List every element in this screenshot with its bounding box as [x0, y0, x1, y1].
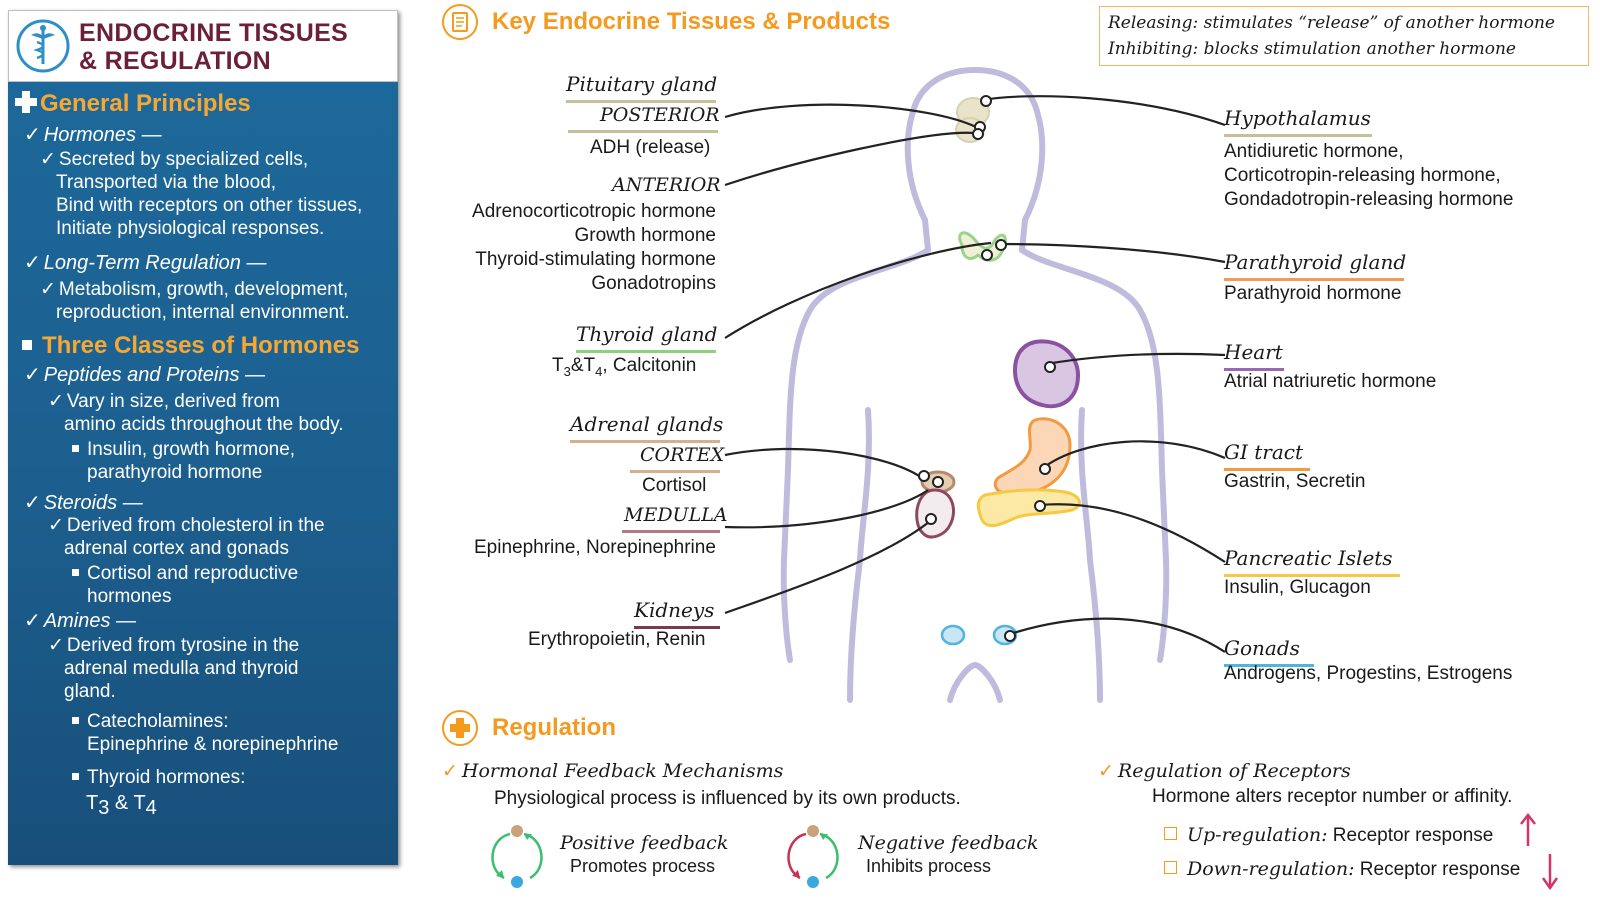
general-principles-heading: General Principles — [14, 90, 251, 118]
long-term-label: ✓Long-Term Regulation — — [24, 252, 267, 274]
thyroid-hormones-example: Thyroid hormones: — [72, 766, 245, 789]
pancreas-organ — [976, 488, 1081, 528]
negative-feedback-label: Negative feedback — [858, 832, 1039, 854]
body-outline — [780, 66, 1170, 703]
regulation-plus-icon — [442, 710, 478, 746]
steroids-examples: Cortisol and reproductive hormones — [72, 562, 298, 608]
parathyroid-underline — [1224, 278, 1404, 281]
positive-feedback-sub: Promotes process — [570, 856, 716, 876]
up-regulation-item: Up-regulation: Receptor response — [1164, 824, 1493, 847]
amines-label: ✓Amines — — [24, 610, 137, 632]
pituitary-underline — [566, 100, 716, 103]
medulla-underline — [622, 530, 720, 533]
pituitary-label: Pituitary gland — [566, 72, 718, 96]
adrenal-label: Adrenal glands — [570, 412, 724, 436]
caduceus-logo-icon — [16, 19, 70, 73]
page-title: ENDOCRINE TISSUES & REGULATION — [79, 19, 349, 75]
checkbox-icon — [1164, 827, 1177, 840]
receptors-description: Hormone alters receptor number or affini… — [1152, 786, 1513, 807]
kidneys-label: Kidneys — [634, 598, 715, 622]
thyroid-label: Thyroid gland — [576, 322, 718, 346]
heart-label: Heart — [1224, 340, 1283, 364]
gi-tract-underline — [1224, 468, 1310, 471]
key-tissues-title: Key Endocrine Tissues & Products — [492, 8, 891, 35]
cortex-label: CORTEX — [640, 444, 725, 466]
posterior-products: ADH (release) — [590, 137, 711, 158]
negative-feedback-cycle-icon — [787, 825, 839, 888]
notepad-icon — [442, 4, 478, 40]
thyroid-gland — [958, 231, 1007, 262]
peptides-items: ✓Vary in size, derived from amino acids … — [48, 391, 344, 435]
hormones-label: ✓Hormones — — [24, 124, 162, 146]
hypothalamus-label: Hypothalamus — [1224, 106, 1371, 130]
three-classes-heading: Three Classes of Hormones — [22, 332, 359, 360]
negative-feedback-sub: Inhibits process — [866, 856, 992, 876]
long-term-items: ✓Metabolism, growth, development, reprod… — [40, 279, 350, 323]
pancreas-underline — [1224, 574, 1400, 577]
kidneys-underline — [634, 626, 720, 629]
peptides-examples: Insulin, growth hormone, parathyroid hor… — [72, 438, 295, 484]
kidneys-products: Erythropoietin, Renin — [528, 629, 706, 650]
steroids-label: ✓Steroids — — [24, 492, 143, 514]
peptides-label: ✓Peptides and Proteins — — [24, 364, 266, 386]
thyroid-products: T3&T4, Calcitonin — [552, 355, 697, 379]
checkbox-icon — [1164, 861, 1177, 874]
gonads-label: Gonads — [1224, 636, 1300, 660]
leader-lines — [724, 95, 1226, 653]
gi-tract-label: GI tract — [1224, 440, 1303, 464]
cortex-underline — [630, 470, 720, 473]
positive-feedback-cycle-icon — [491, 825, 543, 888]
regulation-title: Regulation — [492, 714, 616, 741]
posterior-underline — [568, 130, 718, 133]
t3-t4-label: T3 & T4 — [86, 792, 157, 819]
summary-panel: ENDOCRINE TISSUES & REGULATION General P… — [8, 10, 398, 865]
pancreas-products: Insulin, Glucagon — [1224, 577, 1371, 598]
anterior-label: ANTERIOR — [612, 174, 721, 196]
parathyroid-label: Parathyroid gland — [1224, 250, 1407, 274]
feedback-description: Physiological process is influenced by i… — [494, 788, 961, 809]
gonads-products: Androgens, Progestins, Estrogens — [1224, 663, 1513, 684]
down-arrow-icon — [1541, 854, 1559, 891]
heart-products: Atrial natriuretic hormone — [1224, 371, 1437, 392]
cortex-products: Cortisol — [642, 475, 707, 496]
heart-underline — [1224, 368, 1284, 371]
anterior-products: Adrenocorticotropic hormone Growth hormo… — [472, 201, 716, 294]
hypothalamus-underline — [1224, 134, 1372, 137]
posterior-label: POSTERIOR — [600, 104, 720, 126]
plus-icon — [15, 91, 37, 113]
hypothalamus-products: Antidiuretic hormone, Corticotropin-rele… — [1224, 141, 1514, 210]
catecholamines-example: Catecholamines: Epinephrine & norepineph… — [72, 710, 338, 756]
pancreas-label: Pancreatic Islets — [1224, 546, 1393, 570]
up-arrow-icon — [1520, 812, 1536, 846]
positive-feedback-label: Positive feedback — [560, 832, 729, 854]
stomach-gi-tract — [993, 417, 1072, 497]
hormones-items: ✓Secreted by specialized cells, Transpor… — [40, 149, 363, 239]
leader-endpoints — [918, 95, 1056, 642]
parathyroid-products: Parathyroid hormone — [1224, 283, 1402, 304]
down-regulation-item: Down-regulation: Receptor response — [1164, 858, 1520, 881]
heart-organ — [1012, 339, 1081, 409]
legend-box: Releasing: stimulates “release” of anoth… — [1099, 6, 1589, 66]
feedback-heading: ✓Hormonal Feedback Mechanisms — [442, 760, 784, 782]
thyroid-underline — [576, 350, 716, 353]
title-box: ENDOCRINE TISSUES & REGULATION — [8, 10, 398, 82]
steroids-items: ✓Derived from cholesterol in the adrenal… — [48, 515, 325, 559]
receptors-heading: ✓Regulation of Receptors — [1098, 760, 1351, 782]
amines-items: ✓Derived from tyrosine in the adrenal me… — [48, 635, 300, 702]
square-bullet-icon — [22, 340, 32, 350]
medulla-label: MEDULLA — [624, 504, 728, 526]
gi-tract-products: Gastrin, Secretin — [1224, 471, 1366, 492]
adrenal-underline — [570, 440, 720, 443]
medulla-products: Epinephrine, Norepinephrine — [474, 537, 716, 558]
gonads-underline — [1224, 664, 1314, 667]
